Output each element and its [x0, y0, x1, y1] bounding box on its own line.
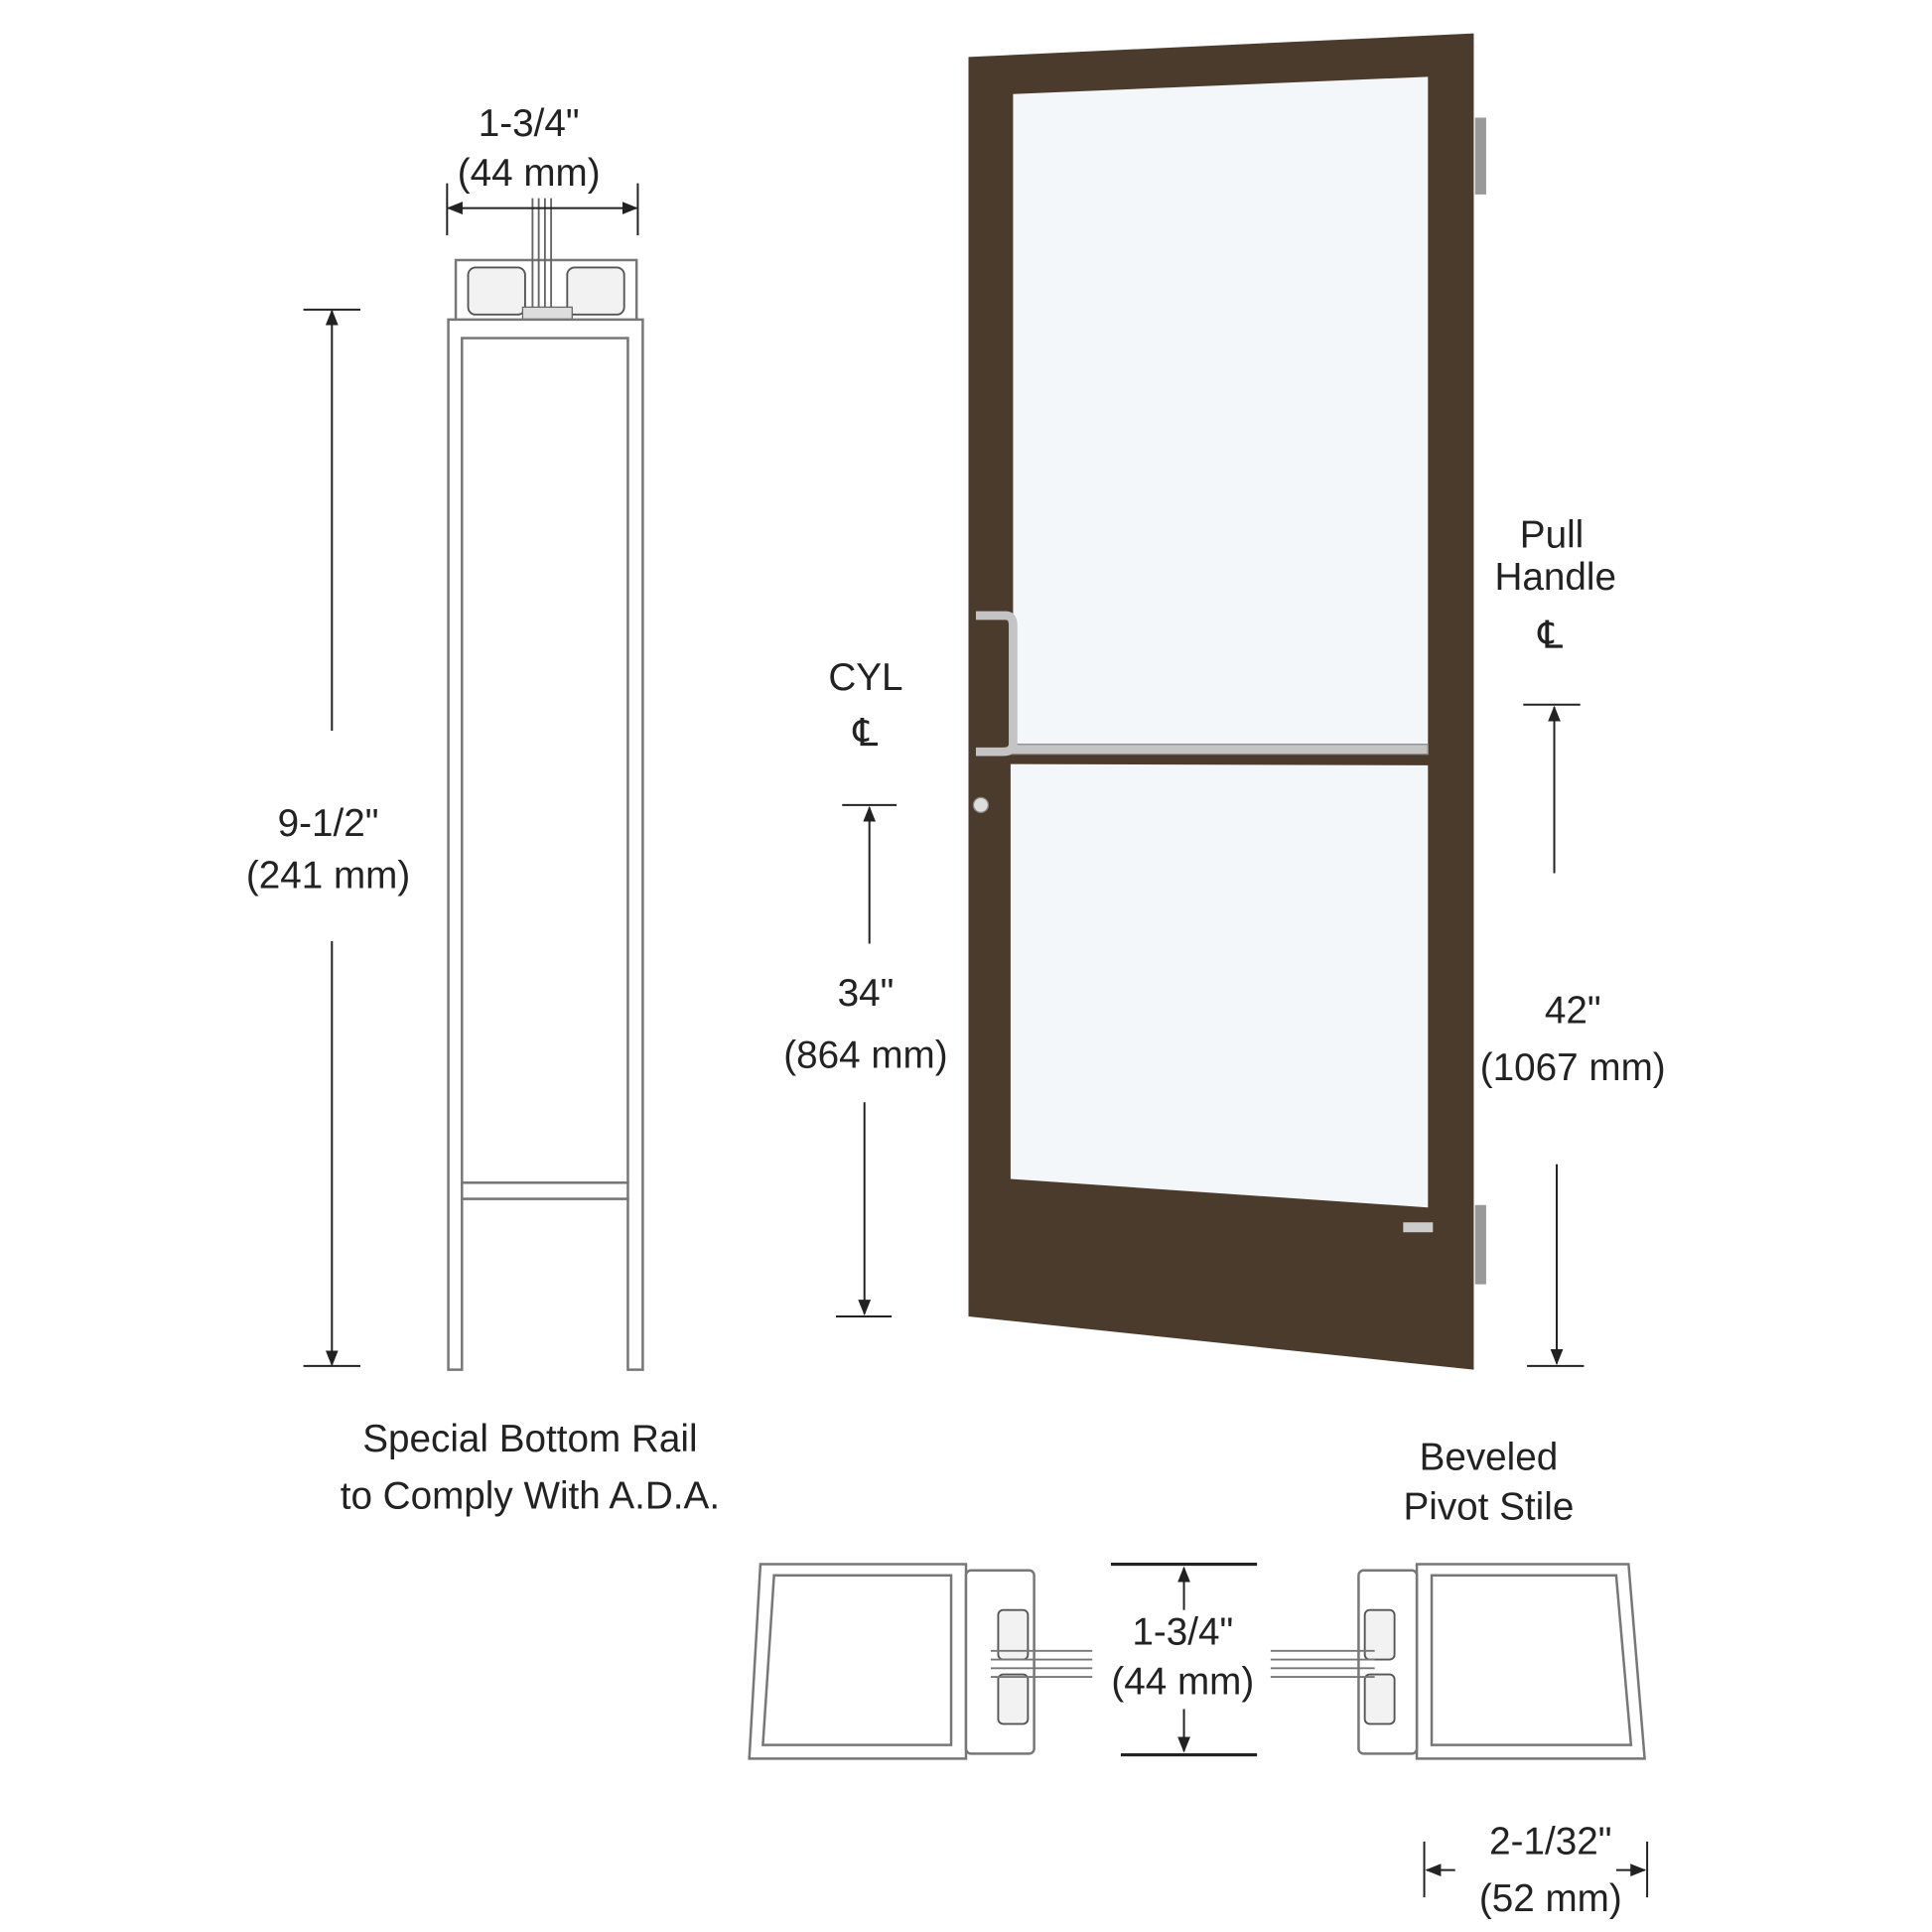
top-width-mm: (44 mm): [458, 152, 601, 195]
rail-height-mm: (241 mm): [246, 854, 410, 897]
door-label-plate: [1403, 1222, 1434, 1233]
lower-glass: [1010, 763, 1429, 1208]
door: [968, 33, 1486, 1370]
top-pivot-hinge: [1474, 117, 1486, 195]
stile-caption-1: Beveled: [1420, 1437, 1559, 1479]
cyl-centerline: ℄: [853, 712, 879, 755]
rail-height-in: 9-1/2": [278, 802, 379, 845]
upper-glass: [1013, 76, 1429, 753]
pull-label-1: Pull: [1520, 513, 1584, 556]
bottom-pivot-hinge: [1474, 1204, 1486, 1285]
stile-section-right: [1270, 1563, 1646, 1760]
pull-height-in: 42": [1545, 989, 1601, 1032]
stile-width-dimension: 2-1/32" (52 mm): [1423, 1820, 1649, 1920]
stile-width-in: 2-1/32": [1489, 1820, 1611, 1863]
stile-section-left: [748, 1563, 1093, 1760]
lock-cylinder-icon: [972, 796, 990, 813]
push-bar: [1009, 744, 1429, 756]
cyl-height-in: 34": [838, 972, 895, 1015]
top-width-in: 1-3/4": [479, 102, 580, 145]
pull-label-2: Handle: [1495, 556, 1616, 599]
pull-centerline: ℄: [1537, 614, 1563, 656]
pull-handle-dimension: Pull Handle ℄ 42" (1067 mm): [1480, 513, 1666, 1367]
rail-caption-1: Special Bottom Rail: [362, 1418, 697, 1460]
stile-depth-dimension: 1-3/4" (44 mm): [1110, 1562, 1258, 1757]
stile-width-mm: (52 mm): [1479, 1877, 1622, 1920]
stile-caption-2: Pivot Stile: [1403, 1486, 1574, 1529]
pull-height-mm: (1067 mm): [1480, 1046, 1666, 1089]
rail-caption-2: to Comply With A.D.A.: [341, 1474, 720, 1517]
rail-height-dimension: 9-1/2" (241 mm): [246, 308, 410, 1367]
stile-depth-mm: (44 mm): [1111, 1660, 1254, 1703]
stile-depth-in: 1-3/4": [1132, 1611, 1233, 1654]
cylinder-dimension: CYL ℄ 34" (864 mm): [783, 656, 948, 1318]
top-width-dimension: 1-3/4" (44 mm): [446, 102, 639, 236]
cyl-label: CYL: [828, 656, 902, 699]
pull-handle: [975, 611, 1018, 757]
bottom-rail-section: [447, 198, 644, 1371]
cyl-height-mm: (864 mm): [783, 1034, 947, 1076]
